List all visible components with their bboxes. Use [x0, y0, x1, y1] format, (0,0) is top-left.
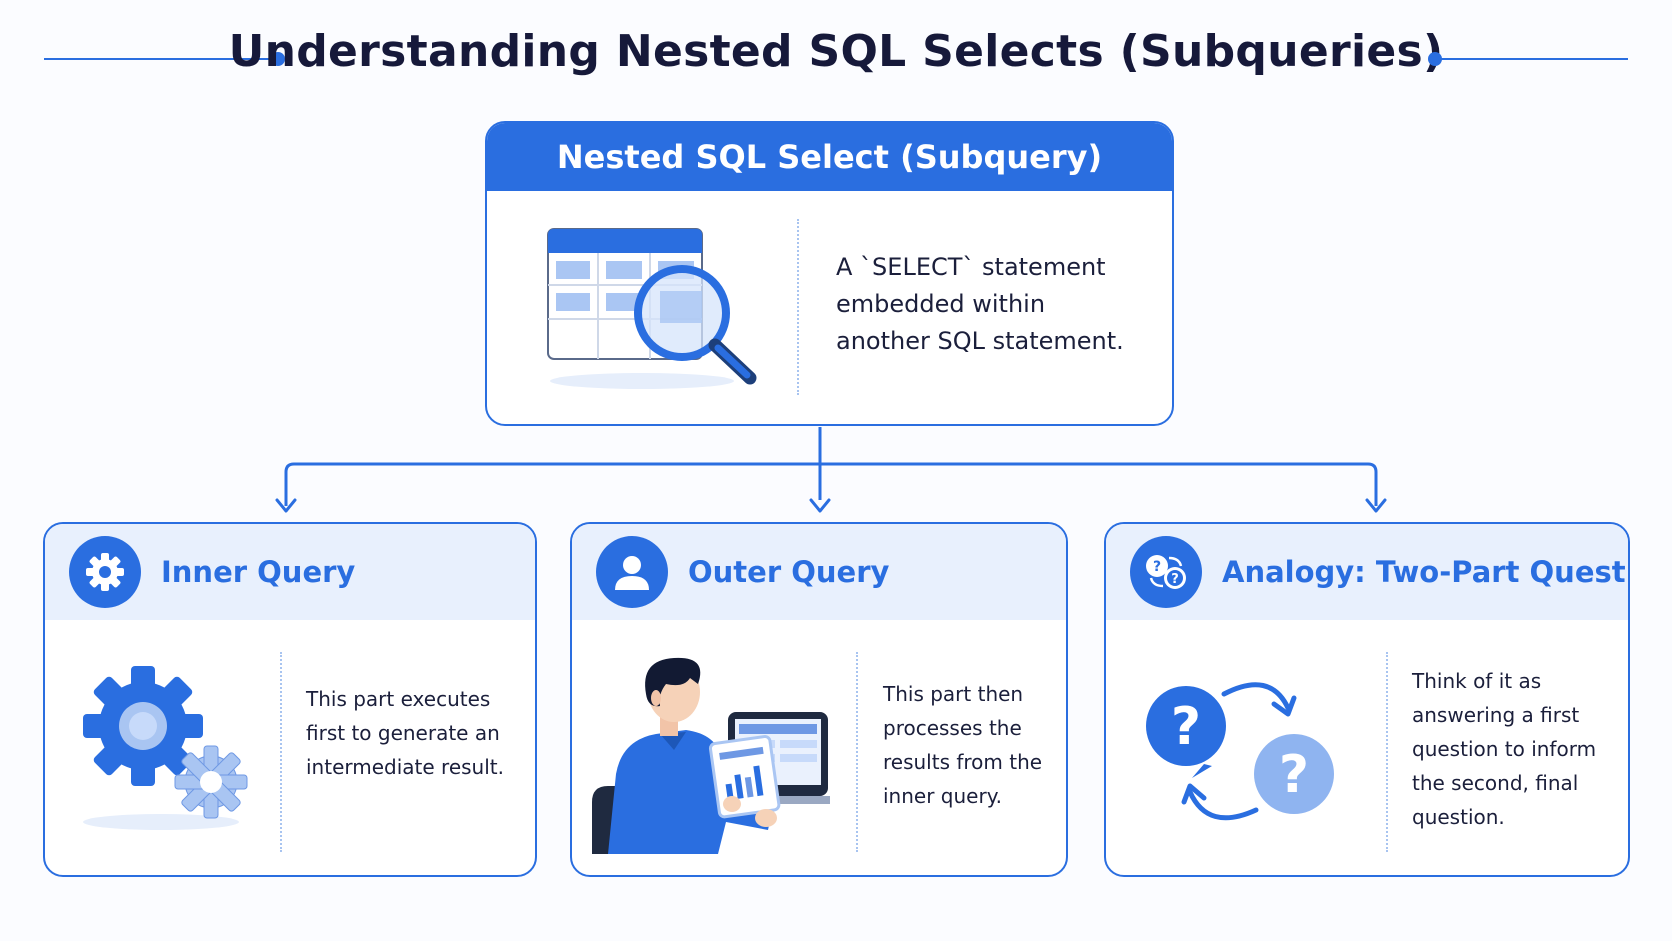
two-questions-illustration: ? ? [1146, 674, 1346, 834]
page-title: Understanding Nested SQL Selects (Subque… [228, 26, 1444, 77]
outer-query-title: Outer Query [688, 555, 890, 589]
main-card-description: A `SELECT` statement embedded within ano… [836, 253, 1124, 355]
gears-illustration [83, 664, 258, 834]
svg-text:?: ? [1279, 745, 1309, 805]
outer-query-card: Outer Query [570, 522, 1068, 877]
svg-text:?: ? [1153, 559, 1161, 575]
question-cycle-icon: ? ? [1130, 536, 1202, 608]
inner-query-title: Inner Query [161, 555, 356, 589]
title-right-line [1440, 58, 1628, 60]
svg-text:?: ? [1171, 572, 1179, 587]
analogy-description: Think of it as answering a first questio… [1412, 669, 1597, 829]
svg-text:?: ? [1171, 697, 1201, 757]
title-left-dot [271, 52, 285, 66]
main-card-divider [797, 219, 799, 395]
analogy-header: ? ? Analogy: Two-Part Question [1106, 524, 1628, 620]
outer-query-divider [856, 652, 858, 852]
analogy-divider [1386, 652, 1388, 852]
title-row: Understanding Nested SQL Selects (Subque… [0, 20, 1672, 100]
gear-icon [69, 536, 141, 608]
analogy-title: Analogy: Two-Part Question [1222, 555, 1628, 589]
title-left-line [44, 58, 280, 60]
outer-query-header: Outer Query [572, 524, 1066, 620]
inner-query-card: Inner Query This part executes [43, 522, 537, 877]
user-icon [596, 536, 668, 608]
main-concept-card: Nested SQL Select (Subquery) A `SELECT` … [485, 121, 1174, 426]
analogy-card: ? ? Analogy: Two-Part Question ? ? Think… [1104, 522, 1630, 877]
inner-query-header: Inner Query [45, 524, 535, 620]
title-right-dot [1428, 52, 1442, 66]
person-laptop-illustration [590, 654, 830, 854]
outer-query-description: This part then processes the results fro… [883, 682, 1043, 808]
table-magnifier-illustration [542, 223, 772, 398]
inner-query-description: This part executes first to generate an … [306, 687, 504, 779]
inner-query-divider [280, 652, 282, 852]
main-card-header: Nested SQL Select (Subquery) [487, 123, 1172, 191]
